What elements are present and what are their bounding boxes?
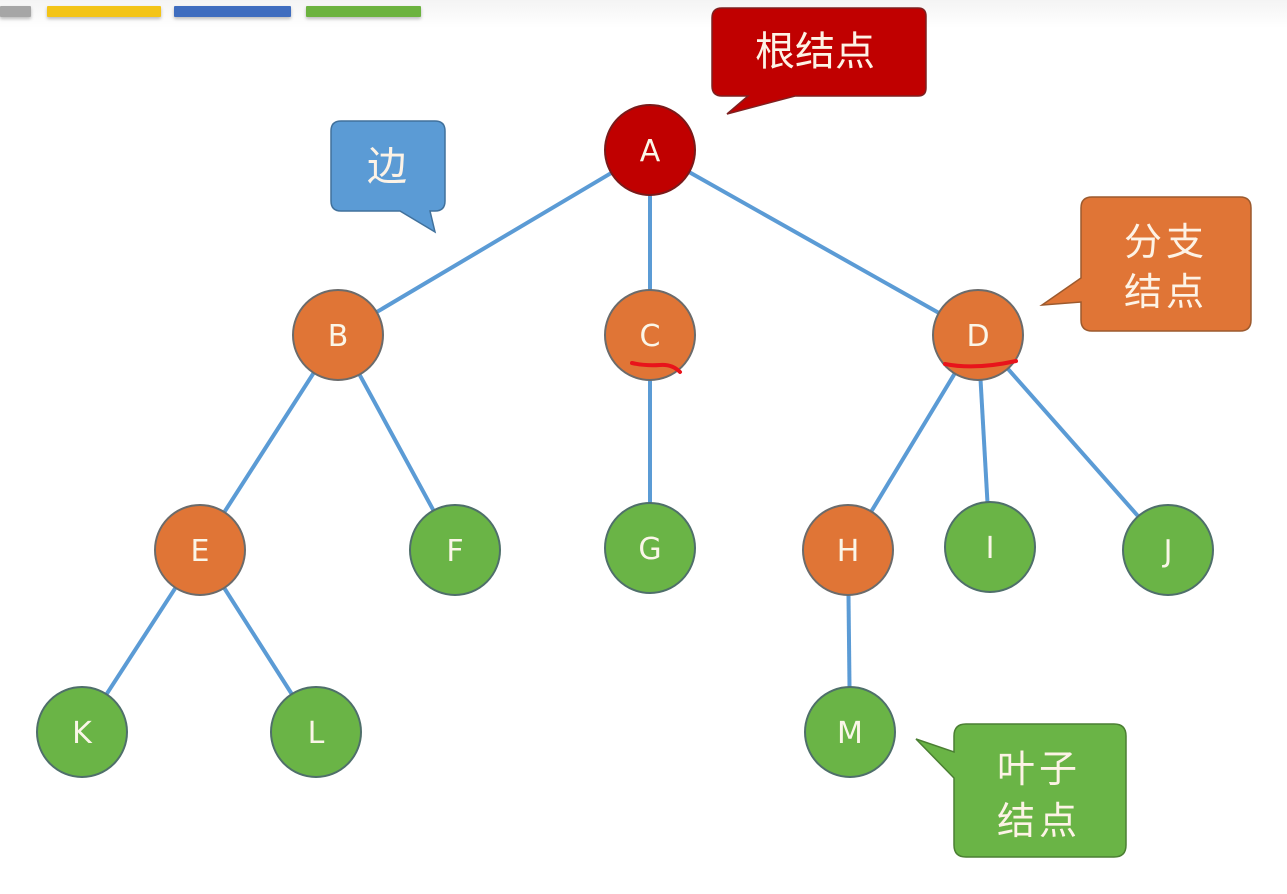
node-H-label: H xyxy=(837,534,860,569)
node-M: M xyxy=(804,686,896,778)
edge-A-D xyxy=(686,169,942,316)
node-B-circle xyxy=(292,289,384,381)
node-K-label: K xyxy=(72,716,93,751)
node-E-circle xyxy=(154,504,246,596)
node-M-circle xyxy=(804,686,896,778)
node-I: I xyxy=(944,501,1036,593)
node-A-circle xyxy=(604,104,696,196)
node-L-circle xyxy=(270,686,362,778)
underline-mark-D xyxy=(943,359,1018,369)
callout-leaf-bubble xyxy=(915,723,1127,858)
node-J: J xyxy=(1122,504,1214,596)
edge-B-F xyxy=(356,371,437,514)
callout-edge-bubble xyxy=(330,120,446,234)
callout-leaf-text-line1: 叶子 xyxy=(997,747,1081,791)
node-A: A xyxy=(604,104,696,196)
callout-leaf-text-line2: 结点 xyxy=(997,799,1081,843)
theme-stripe-gray xyxy=(0,6,31,17)
edge-B-E xyxy=(221,370,317,515)
edge-E-K xyxy=(103,584,179,698)
node-I-label: I xyxy=(986,531,995,566)
node-G-label: G xyxy=(638,532,661,567)
node-H: H xyxy=(802,504,894,596)
node-F-circle xyxy=(409,504,501,596)
callout-branch: 分支 结点 xyxy=(1039,196,1252,332)
node-F: F xyxy=(409,504,501,596)
node-J-label: J xyxy=(1162,534,1173,569)
node-A-label: A xyxy=(640,134,661,169)
callout-root-text: 根结点 xyxy=(755,29,875,75)
node-B: B xyxy=(292,289,384,381)
node-K: K xyxy=(36,686,128,778)
edge-D-I xyxy=(978,377,990,505)
slide-top-bar xyxy=(0,0,1287,28)
callout-branch-text-line2: 结点 xyxy=(1124,270,1208,314)
underline-mark-C xyxy=(630,361,682,374)
callout-leaf: 叶子 结点 xyxy=(915,723,1127,858)
node-J-circle xyxy=(1122,504,1214,596)
node-E-label: E xyxy=(191,534,210,569)
node-G-circle xyxy=(604,502,696,594)
callout-edge-text: 边 xyxy=(367,144,407,190)
edge-H-M xyxy=(846,592,852,690)
callout-edge: 边 xyxy=(330,120,446,234)
nodes-layer: A B C D E F G H I J K L M xyxy=(36,104,1214,778)
theme-stripe-blue xyxy=(174,6,291,17)
node-K-circle xyxy=(36,686,128,778)
node-E: E xyxy=(154,504,246,596)
node-C-label: C xyxy=(640,319,661,354)
node-C: C xyxy=(604,289,696,381)
edge-A-B xyxy=(373,170,615,315)
edge-D-H xyxy=(868,370,958,515)
callout-branch-bubble xyxy=(1039,196,1252,332)
node-D-circle xyxy=(932,289,1024,381)
node-C-circle xyxy=(604,289,696,381)
callout-branch-text-line1: 分支 xyxy=(1124,220,1208,264)
node-I-circle xyxy=(944,501,1036,593)
theme-stripe-yellow xyxy=(47,6,161,17)
edge-E-L xyxy=(221,585,295,697)
node-L: L xyxy=(270,686,362,778)
node-H-circle xyxy=(802,504,894,596)
node-M-label: M xyxy=(837,716,863,751)
annotation-marks-layer xyxy=(630,359,1018,374)
callout-root: 根结点 xyxy=(711,7,927,115)
node-D: D xyxy=(932,289,1024,381)
node-F-label: F xyxy=(446,534,463,569)
edges-layer xyxy=(103,169,1142,698)
callout-root-bubble xyxy=(711,7,927,115)
node-D-label: D xyxy=(966,319,989,354)
node-B-label: B xyxy=(328,319,349,354)
theme-stripe-green xyxy=(306,6,421,17)
node-L-label: L xyxy=(308,716,325,751)
node-G: G xyxy=(604,502,696,594)
edge-D-J xyxy=(1004,365,1142,520)
